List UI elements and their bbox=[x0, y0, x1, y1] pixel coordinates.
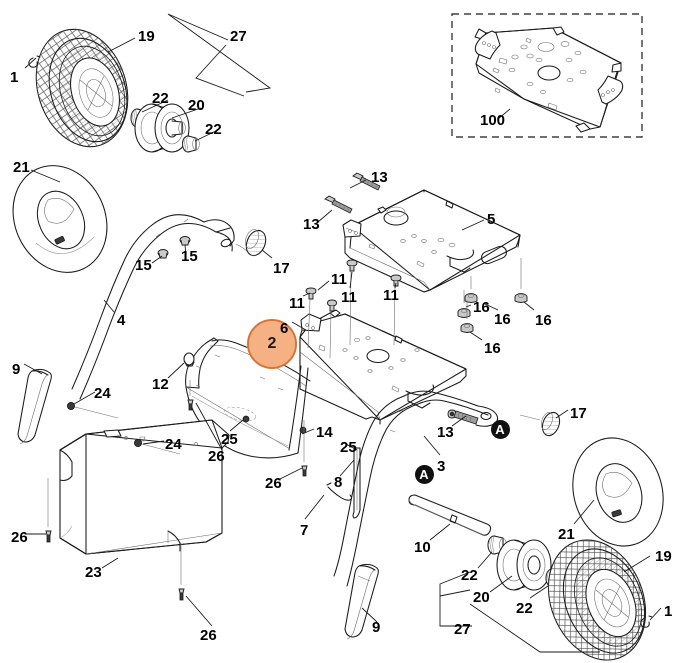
section-marker-a-upper: A bbox=[490, 419, 510, 439]
callout-13: 13 bbox=[437, 424, 454, 441]
callout-11: 11 bbox=[331, 271, 347, 288]
callout-14: 14 bbox=[316, 424, 333, 441]
callout-12: 12 bbox=[152, 376, 169, 393]
screw-15-a bbox=[157, 249, 169, 259]
nut-16-d bbox=[460, 300, 474, 333]
callout-11: 11 bbox=[289, 295, 305, 312]
callout-7: 7 bbox=[300, 522, 309, 539]
callout-16: 16 bbox=[535, 312, 552, 329]
callout-17: 17 bbox=[273, 260, 290, 277]
callout-25: 25 bbox=[340, 439, 357, 456]
screw-15-b bbox=[179, 236, 191, 246]
inner-tube-21-right bbox=[572, 437, 664, 547]
callout-9: 9 bbox=[372, 619, 381, 636]
bolt-13-lower bbox=[447, 409, 479, 425]
callout-22: 22 bbox=[516, 600, 533, 617]
callout-1: 1 bbox=[10, 69, 19, 86]
pin-11-b bbox=[346, 259, 358, 346]
pin-26-bag-left bbox=[45, 478, 52, 543]
callout-17: 17 bbox=[570, 405, 587, 422]
callout-21: 21 bbox=[558, 526, 575, 543]
leader-lines bbox=[23, 13, 662, 653]
callout-13: 13 bbox=[371, 169, 388, 186]
callout-1: 1 bbox=[664, 603, 673, 620]
callout-20: 20 bbox=[188, 97, 205, 114]
pin-11-d bbox=[390, 274, 402, 346]
grip-9-left bbox=[17, 368, 52, 445]
handle-bar-4 bbox=[71, 214, 249, 400]
callout-100: 100 bbox=[480, 112, 506, 129]
callout-3: 3 bbox=[437, 458, 446, 475]
callout-24: 24 bbox=[94, 385, 111, 402]
tire-lower-right bbox=[547, 539, 647, 661]
pin-11-c bbox=[327, 299, 337, 359]
handle-arm-3 bbox=[333, 390, 499, 587]
callout-16: 16 bbox=[484, 340, 501, 357]
axle-10 bbox=[408, 494, 492, 536]
callout-20: 20 bbox=[473, 589, 490, 606]
callout-26: 26 bbox=[265, 475, 282, 492]
callout-21: 21 bbox=[13, 159, 30, 176]
callout-24: 24 bbox=[165, 436, 182, 453]
nut-16-c bbox=[514, 258, 528, 303]
knob-12 bbox=[183, 352, 195, 367]
callout-11: 11 bbox=[383, 287, 399, 304]
cap-17-left bbox=[244, 229, 267, 257]
callout-10: 10 bbox=[414, 539, 431, 556]
callout-22: 22 bbox=[461, 567, 478, 584]
part-2-highlight[interactable]: 2 bbox=[247, 319, 297, 369]
nut-16-b bbox=[464, 276, 478, 303]
retaining-clip-1 bbox=[28, 55, 41, 68]
bag-cover-23 bbox=[59, 419, 230, 555]
pin-11-a bbox=[305, 287, 317, 349]
hub-20-bottom bbox=[496, 539, 552, 591]
callout-22: 22 bbox=[205, 121, 222, 138]
callout-26: 26 bbox=[200, 627, 217, 644]
hub-20-top bbox=[134, 103, 190, 153]
callout-4: 4 bbox=[117, 312, 126, 329]
inner-tube-21-left bbox=[12, 165, 108, 273]
screw-24-a bbox=[67, 401, 119, 419]
callout-13: 13 bbox=[303, 216, 320, 233]
callout-27: 27 bbox=[230, 28, 247, 45]
lower-plate-6 bbox=[299, 309, 467, 425]
section-marker-a-lower: A bbox=[414, 464, 434, 484]
callout-26: 26 bbox=[208, 448, 225, 465]
bush-22-top-right bbox=[181, 135, 200, 153]
callout-26: 26 bbox=[11, 529, 28, 546]
callout-5: 5 bbox=[487, 211, 496, 228]
callout-9: 9 bbox=[12, 361, 21, 378]
callout-19: 19 bbox=[138, 28, 155, 45]
callout-23: 23 bbox=[85, 564, 102, 581]
callout-15: 15 bbox=[135, 257, 152, 274]
tire-upper-left bbox=[35, 28, 129, 148]
callout-25: 25 bbox=[221, 431, 238, 448]
callout-22: 22 bbox=[152, 90, 169, 107]
deflector-assembly bbox=[185, 337, 311, 459]
bolt-13-upper-a bbox=[324, 195, 353, 214]
chassis-plate-5 bbox=[342, 189, 521, 293]
retaining-clip-1-lower bbox=[640, 615, 653, 628]
callout-16: 16 bbox=[494, 311, 511, 328]
pin-26-chute-b bbox=[301, 420, 308, 477]
callout-8: 8 bbox=[334, 474, 343, 491]
callout-6: 6 bbox=[280, 320, 289, 337]
callout-15: 15 bbox=[181, 248, 198, 265]
callout-16: 16 bbox=[473, 299, 490, 316]
screw-24-b bbox=[133, 438, 181, 455]
pin-26-bag-bottom bbox=[178, 543, 185, 601]
pin-26-chute-a bbox=[187, 380, 194, 411]
inset-box-100 bbox=[451, 13, 643, 138]
callout-19: 19 bbox=[655, 548, 672, 565]
cap-17-right bbox=[519, 411, 561, 437]
grip-9-right bbox=[344, 563, 379, 640]
bush-22-bottom-left bbox=[487, 535, 507, 555]
callout-27: 27 bbox=[454, 621, 471, 638]
callout-11: 11 bbox=[341, 289, 357, 306]
